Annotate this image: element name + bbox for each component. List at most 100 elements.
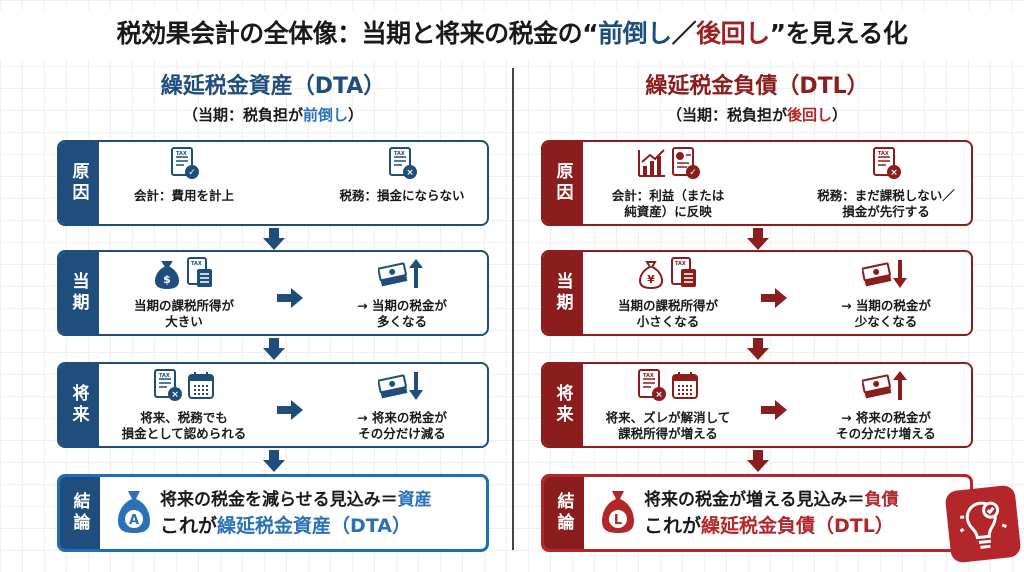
tax-document-check-icon: TAX × <box>152 368 182 406</box>
expense-document-check-icon: TAX ✓ <box>169 146 199 184</box>
right-arrow-icon <box>277 288 303 308</box>
title-back-emph: 後回し <box>696 19 770 48</box>
money-bag-dollar-icon: $ <box>152 256 182 294</box>
down-arrow-icon <box>747 338 769 360</box>
svg-text:¥: ¥ <box>647 273 655 286</box>
left-item-text: 将来、税務でも 損金として認められる <box>121 410 247 441</box>
column-divider <box>512 68 514 550</box>
right-arrow-icon <box>277 400 303 420</box>
left-item: $ TAX 当期の課税所得が 大きい <box>89 256 279 330</box>
left-item-text: 将来、ズレが解消して 課税所得が増える <box>605 410 731 441</box>
conclusion-line-1: 将来の税金を減らせる見込み＝資産 <box>160 487 432 513</box>
tax-calculator-icon: TAX <box>186 256 216 294</box>
svg-text:TAX: TAX <box>394 151 405 157</box>
bar-chart-up-icon <box>636 146 666 184</box>
subheading-text: （当期：税負担が <box>666 106 787 124</box>
left-item: TAX × 将来、ズレが解消して 課税所得が増える <box>573 368 763 442</box>
dtl-row-2: 将来 TAX × 将来、ズレが解消して 課税所得が増える → 将来の税金が その分だけ… <box>541 362 973 448</box>
row-tab-label: 結論 <box>60 477 100 549</box>
svg-text:TAX: TAX <box>191 261 202 267</box>
row-tab-label: 結論 <box>544 477 584 549</box>
left-item-text: 当期の課税所得が 小さくなる <box>617 298 718 329</box>
right-arrow-icon <box>761 288 787 308</box>
down-arrow-icon <box>747 228 769 250</box>
title-front-emph: 前倒し <box>598 19 672 48</box>
svg-text:TAX: TAX <box>878 151 889 157</box>
right-item-text: 税務：まだ課税しない／ 損金が先行する <box>817 188 955 219</box>
svg-text:×: × <box>406 168 414 178</box>
subheading-text: （当期：税負担が <box>182 106 303 124</box>
down-arrow-icon <box>747 450 769 472</box>
line1-emph: 負債 <box>864 490 899 510</box>
cash-stack-up-icon <box>861 368 910 406</box>
dta-heading: 繰延税金資産（DTA） <box>160 74 386 99</box>
dtl-heading: 繰延税金負債（DTL） <box>645 74 869 99</box>
row-tab-label: 原因 <box>543 142 583 224</box>
line1-emph: 資産 <box>397 490 432 510</box>
down-arrow-icon <box>263 338 285 360</box>
left-item-text: 当期の課税所得が 大きい <box>133 298 234 329</box>
title-slash: ／ <box>671 19 697 48</box>
dtl-subheading: （当期：税負担が後回し） <box>541 104 973 125</box>
money-bag-badge-icon: A <box>118 491 150 533</box>
lightbulb-idea-icon <box>944 484 1022 564</box>
cash-stack-down-icon <box>377 368 426 406</box>
subheading-emph: 後回し <box>786 106 832 124</box>
money-bag-badge-icon: L <box>602 491 634 533</box>
conclusion-text: 将来の税金が増える見込み＝負債 これが繰延税金負債（DTL） <box>644 487 899 539</box>
right-item-text: → 将来の税金が その分だけ減る <box>357 410 447 441</box>
report-check-icon: ✓ <box>670 146 700 184</box>
money-bag-yen-icon: ¥ <box>636 256 666 294</box>
conclusion-text: 将来の税金を減らせる見込み＝資産 これが繰延税金資産（DTA） <box>160 487 432 539</box>
cash-stack-down-icon <box>861 256 910 294</box>
svg-text:TAX: TAX <box>159 373 170 379</box>
calendar-icon <box>670 368 700 406</box>
down-arrow-icon <box>263 450 285 472</box>
dtl-conclusion: 結論 L 将来の税金が増える見込み＝負債 これが繰延税金負債（DTL） <box>541 474 973 552</box>
svg-text:TAX: TAX <box>176 151 187 157</box>
row-tab-label: 将来 <box>543 364 583 446</box>
title-suffix: ”を見える化 <box>769 19 908 48</box>
row-tab-label: 当期 <box>59 252 99 334</box>
svg-text:✓: ✓ <box>188 168 196 178</box>
right-item: → 当期の税金が 少なくなる <box>791 256 971 330</box>
line2-emph: 繰延税金資産（DTA） <box>217 515 411 537</box>
dtl-column: 繰延税金負債（DTL） （当期：税負担が後回し） 原因 ✓ 会計：利益（または 純… <box>541 68 973 552</box>
row-tab-label: 将来 <box>59 364 99 446</box>
left-item: ✓ 会計：利益（または 純資産）に反映 <box>573 146 763 220</box>
tax-document-x-icon: TAX × <box>387 146 417 184</box>
svg-text:✓: ✓ <box>689 168 697 178</box>
conclusion-line-2: これが繰延税金資産（DTA） <box>160 513 432 539</box>
subheading-emph: 前倒し <box>302 106 348 124</box>
right-item: → 将来の税金が その分だけ減る <box>307 368 487 442</box>
line1-text: 将来の税金が増える見込み＝ <box>644 490 865 510</box>
subheading-suffix: ） <box>832 106 848 124</box>
line2-text: これが <box>160 515 218 537</box>
line2-emph: 繰延税金負債（DTL） <box>701 515 894 537</box>
right-item: → 将来の税金が その分だけ増える <box>791 368 971 442</box>
left-item-text: 会計：利益（または 純資産）に反映 <box>611 188 725 219</box>
svg-text:TAX: TAX <box>643 373 654 379</box>
title-text: 税効果会計の全体像：当期と将来の税金の“ <box>116 19 599 48</box>
right-item: → 当期の税金が 多くなる <box>307 258 487 330</box>
svg-text:×: × <box>655 390 663 400</box>
dtl-row-0: 原因 ✓ 会計：利益（または 純資産）に反映 TAX × 税務：まだ課税しない／ 損金が… <box>541 140 973 226</box>
svg-text:×: × <box>890 168 898 178</box>
conclusion-line-1: 将来の税金が増える見込み＝負債 <box>644 487 899 513</box>
right-item-text: → 当期の税金が 少なくなる <box>841 298 931 329</box>
right-item: TAX × 税務：まだ課税しない／ 損金が先行する <box>791 147 971 220</box>
right-arrow-icon <box>761 400 787 420</box>
svg-text:×: × <box>171 390 179 400</box>
right-item: TAX×税務：損金にならない <box>307 146 487 204</box>
line2-text: これが <box>644 515 702 537</box>
badge-letter: L <box>614 513 622 528</box>
dta-conclusion: 結論 A 将来の税金を減らせる見込み＝資産 これが繰延税金資産（DTA） <box>57 474 489 552</box>
right-item-text: → 将来の税金が その分だけ増える <box>836 410 936 441</box>
svg-text:$: $ <box>163 273 171 286</box>
dta-column: 繰延税金資産（DTA） （当期：税負担が前倒し） 原因 TAX✓会計：費用を計上… <box>57 68 489 552</box>
tax-calculator-icon: TAX <box>670 256 700 294</box>
line1-text: 将来の税金を減らせる見込み＝ <box>160 490 398 510</box>
row-tab-label: 原因 <box>59 142 99 224</box>
left-item: TAX✓会計：費用を計上 <box>89 146 279 204</box>
